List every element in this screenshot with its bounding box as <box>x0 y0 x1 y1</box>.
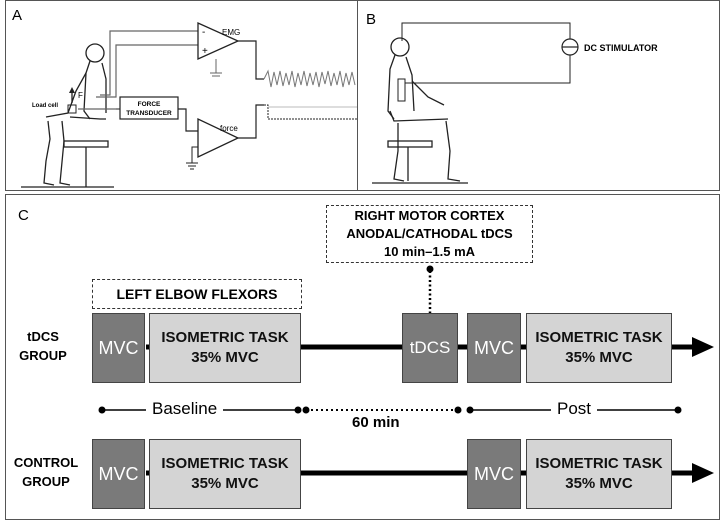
seated-subject <box>21 43 114 188</box>
task-line2: 35% MVC <box>191 475 259 492</box>
control-group-line1: CONTROL <box>13 455 79 470</box>
stimulator-wire-bottom <box>405 55 571 84</box>
task-line2: 35% MVC <box>565 475 633 492</box>
tdcs-stimulation-box: tDCS <box>402 313 458 383</box>
tdcs-group-label: tDCS GROUP <box>8 327 78 365</box>
cortex-line1: RIGHT MOTOR CORTEX <box>354 208 505 223</box>
control-timeline-arrow <box>692 463 714 483</box>
seated-subject-b <box>372 37 468 184</box>
panel-b: B DC STIMULATOR <box>357 0 720 191</box>
emg-label: EMG <box>222 28 240 37</box>
force-signal-trace <box>264 104 357 120</box>
isometric-task-control-baseline: ISOMETRIC TASK 35% MVC <box>149 439 301 509</box>
task-line1: ISOMETRIC TASK <box>161 455 289 472</box>
electrode-pad <box>397 78 406 102</box>
load-cell-box <box>67 104 77 114</box>
isometric-task-tdcs-baseline: ISOMETRIC TASK 35% MVC <box>149 313 301 383</box>
tdcs-group-line1: tDCS <box>27 329 59 344</box>
force-amplifier-icon <box>197 117 240 159</box>
cortex-stimulation-callout: RIGHT MOTOR CORTEX ANODAL/CATHODAL tDCS … <box>326 205 533 263</box>
panel-a-label: A <box>12 7 23 24</box>
task-line2: 35% MVC <box>191 349 259 366</box>
emg-minus: - <box>202 27 205 38</box>
panel-b-label: B <box>366 11 377 28</box>
cortex-line3: 10 min–1.5 mA <box>383 244 476 259</box>
panel-c-label: C <box>18 207 29 224</box>
load-cell-label: Load cell <box>32 103 58 109</box>
isometric-task-control-post: ISOMETRIC TASK 35% MVC <box>526 439 672 509</box>
tdcs-timeline-arrow <box>692 337 714 357</box>
cortex-line2: ANODAL/CATHODAL tDCS <box>346 226 513 241</box>
task-line1: ISOMETRIC TASK <box>535 455 663 472</box>
mvc-box-control-post: MVC <box>467 439 521 509</box>
mvc-box-tdcs-pre: MVC <box>92 313 145 383</box>
emg-amplifier-icon <box>197 21 240 61</box>
panel-c: C RIGHT MOTOR CORTEX ANODAL/CATHODAL tDC… <box>5 194 720 520</box>
mvc-box-tdcs-post: MVC <box>467 313 521 383</box>
force-arrow-label: F <box>78 91 83 100</box>
force-transducer-line2: TRANSDUCER <box>126 110 172 117</box>
panel-a: A F Load cell - + EMG <box>5 0 358 191</box>
dc-stimulator-label: DC STIMULATOR <box>584 43 658 53</box>
emg-wires <box>78 30 198 110</box>
stimulator-wire-top <box>401 22 571 41</box>
emg-plus: + <box>202 46 208 57</box>
task-line1: ISOMETRIC TASK <box>535 329 663 346</box>
elbow-flexors-text: LEFT ELBOW FLEXORS <box>116 286 278 302</box>
task-line1: ISOMETRIC TASK <box>161 329 289 346</box>
stimulation-setup-illustration: DC STIMULATOR <box>372 22 658 184</box>
control-group-label: CONTROL GROUP <box>6 453 86 491</box>
force-transducer-box <box>119 96 179 120</box>
baseline-label: Baseline <box>146 399 224 419</box>
isometric-task-tdcs-post: ISOMETRIC TASK 35% MVC <box>526 313 672 383</box>
force-label: force <box>220 124 238 133</box>
elbow-flexors-label: LEFT ELBOW FLEXORS <box>92 279 302 309</box>
emg-setup-illustration: F Load cell - + EMG FORCE TRANSDUCER for… <box>21 21 357 188</box>
control-group-line2: GROUP <box>22 474 70 489</box>
post-label: Post <box>551 399 598 419</box>
mvc-box-control-pre: MVC <box>92 439 145 509</box>
force-transducer-line1: FORCE <box>138 101 161 108</box>
task-line2: 35% MVC <box>565 349 633 366</box>
interval-label: 60 min <box>352 414 400 431</box>
tdcs-group-line2: GROUP <box>19 348 67 363</box>
